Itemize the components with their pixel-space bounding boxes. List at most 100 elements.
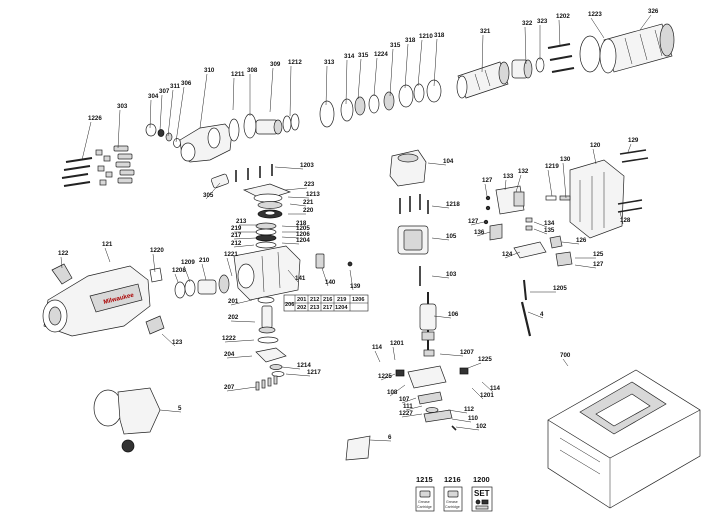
part-326-front-housing bbox=[599, 23, 675, 74]
right-rear-parts bbox=[483, 149, 649, 337]
part-4-wrench bbox=[520, 301, 532, 337]
part-number-label: 314 bbox=[344, 53, 355, 60]
part-number-label: 1206 bbox=[296, 231, 310, 238]
leader-line bbox=[224, 339, 255, 343]
part-number-label: 1203 bbox=[300, 162, 314, 169]
table-206-cell: 201 bbox=[297, 297, 306, 303]
part-number-label: 204 bbox=[224, 351, 235, 358]
part-213-ring bbox=[255, 222, 277, 230]
part-313-oring bbox=[319, 100, 335, 128]
leader-line bbox=[357, 58, 362, 100]
part-202-spindle bbox=[258, 305, 276, 334]
part-number-label: 323 bbox=[537, 18, 548, 25]
part-124-cover bbox=[513, 241, 547, 259]
part-number-label: 125 bbox=[593, 251, 604, 258]
part-number-label: 318 bbox=[434, 32, 445, 39]
part-number-label: 1214 bbox=[297, 362, 311, 369]
part-number-label: 220 bbox=[303, 207, 314, 214]
table-206-cell: 216 bbox=[323, 297, 332, 303]
part-number-label: 311 bbox=[170, 83, 181, 90]
leader-line bbox=[174, 273, 179, 283]
table-206-cell: 213 bbox=[310, 305, 319, 311]
part-number-label: 135 bbox=[544, 227, 555, 234]
part-number-label: 207 bbox=[224, 384, 235, 391]
leader-line bbox=[392, 346, 396, 361]
part-323-ring bbox=[535, 57, 545, 73]
part-number-label: 318 bbox=[405, 37, 416, 44]
part-1218-screws bbox=[399, 194, 429, 214]
leader-line bbox=[349, 269, 354, 291]
part-number-label: 1224 bbox=[374, 51, 388, 58]
leader-line bbox=[199, 73, 208, 129]
leader-line bbox=[161, 333, 176, 347]
part-307-ring bbox=[157, 129, 165, 137]
part-number-label: 128 bbox=[620, 217, 631, 224]
part-number-label: 114 bbox=[490, 385, 501, 392]
part-1205-pin bbox=[523, 279, 527, 301]
part-306-ring bbox=[173, 138, 181, 148]
part-number-label: 103 bbox=[446, 271, 457, 278]
leader-line bbox=[205, 182, 221, 200]
part-number-label: 141 bbox=[295, 275, 306, 282]
part-number-label: 322 bbox=[522, 20, 533, 27]
part-number-label: 123 bbox=[172, 339, 183, 346]
part-321-cylinder bbox=[456, 61, 510, 99]
leader-line bbox=[476, 231, 491, 237]
leader-line bbox=[233, 237, 257, 240]
footer-accessories: Grease Cartridge 1215 Grease Cartridge 1… bbox=[415, 475, 493, 512]
leader-line bbox=[281, 366, 301, 370]
part-129-128-screws bbox=[617, 149, 649, 213]
part-number-label: 136 bbox=[474, 229, 485, 236]
part-133-132-switch bbox=[495, 185, 525, 215]
leader-line bbox=[230, 299, 253, 306]
part-number-label: 1201 bbox=[480, 392, 494, 399]
part-108-107-brush-holder bbox=[395, 365, 469, 431]
part-number-label: 1217 bbox=[307, 369, 321, 376]
leader-line bbox=[639, 14, 652, 31]
part-number-label: 140 bbox=[325, 279, 336, 286]
part-number-label: 112 bbox=[464, 406, 475, 413]
part-number-label: 213 bbox=[236, 218, 247, 225]
part-number-label: 129 bbox=[628, 137, 639, 144]
leader-line bbox=[451, 418, 472, 423]
table-206: 206 201 212 216 219 1206 202 213 217 120… bbox=[283, 294, 369, 312]
part-201-ring bbox=[257, 296, 275, 304]
leader-line bbox=[380, 373, 396, 381]
table-206-cell: 219 bbox=[337, 297, 346, 303]
part-122-cap bbox=[51, 263, 73, 285]
part-123-clip bbox=[145, 315, 165, 335]
part-number-label: 212 bbox=[231, 240, 242, 247]
leader-line bbox=[431, 205, 450, 209]
part-number-label: 122 bbox=[58, 250, 69, 257]
leader-line bbox=[284, 187, 308, 191]
leader-line bbox=[401, 413, 423, 418]
part-number-label: 1205 bbox=[553, 285, 567, 292]
part-number-label: 303 bbox=[117, 103, 128, 110]
footer-item-id: 1216 bbox=[444, 475, 461, 484]
part-number-label: 107 bbox=[399, 396, 410, 403]
part-1220-bracket bbox=[149, 267, 163, 283]
part-number-label: 1208 bbox=[172, 267, 186, 274]
leader-line bbox=[281, 225, 300, 228]
part-number-label: 132 bbox=[518, 168, 529, 175]
leader-line bbox=[226, 257, 233, 277]
part-number-label: 1213 bbox=[306, 191, 320, 198]
part-number-label: 4 bbox=[540, 311, 544, 318]
leader-line bbox=[167, 89, 174, 137]
part-1224-ring bbox=[368, 94, 380, 114]
part-308-ring bbox=[243, 113, 257, 139]
part-number-label: 219 bbox=[231, 225, 242, 232]
part-number-label: 326 bbox=[648, 8, 659, 15]
leader-line bbox=[562, 358, 569, 367]
part-number-label: 1223 bbox=[588, 11, 602, 18]
footer-item-text: Grease bbox=[418, 500, 430, 504]
leader-line bbox=[274, 166, 304, 170]
leader-line bbox=[226, 386, 257, 392]
leader-line bbox=[287, 269, 299, 283]
part-number-label: 114 bbox=[372, 344, 383, 351]
center-gearbox-parts bbox=[174, 164, 353, 391]
leader-line bbox=[527, 311, 544, 319]
part-number-label: 218 bbox=[296, 220, 307, 227]
part-309-sleeve bbox=[255, 119, 283, 135]
leader-line bbox=[401, 397, 417, 404]
